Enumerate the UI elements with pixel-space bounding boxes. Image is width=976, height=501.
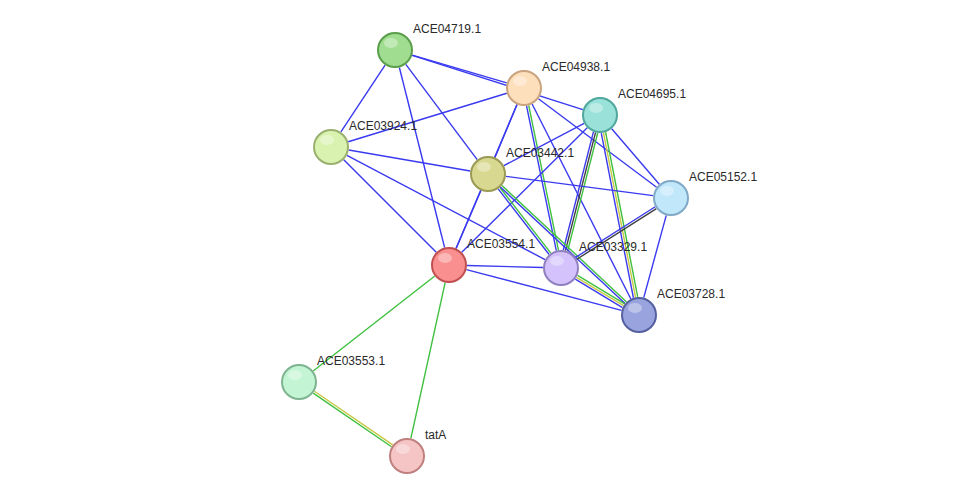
- interaction-edge: [349, 150, 471, 171]
- evidence-strand: [399, 67, 444, 247]
- interaction-edge: [467, 265, 543, 267]
- evidence-strand: [467, 265, 543, 267]
- node-label: ACE05152.1: [689, 170, 757, 184]
- node-label: ACE03553.1: [317, 354, 385, 368]
- node-label: ACE03442.1: [506, 146, 574, 160]
- interaction-edge: [399, 67, 444, 247]
- node-highlight: [589, 103, 603, 113]
- interaction-edge: [576, 207, 657, 260]
- protein-node: ACE04938.1: [506, 70, 542, 106]
- node-label: ACE03329.1: [579, 240, 647, 254]
- evidence-strand: [504, 123, 584, 165]
- evidence-strand: [313, 276, 435, 371]
- evidence-strand: [349, 150, 471, 171]
- evidence-strand: [348, 93, 507, 141]
- protein-node: ACE03924.1: [313, 129, 349, 165]
- interaction-edge: [575, 275, 624, 307]
- interaction-edge: [411, 283, 445, 439]
- protein-node: ACE03728.1: [621, 297, 657, 333]
- protein-node: ACE04719.1: [377, 32, 413, 68]
- interaction-edge: [612, 129, 660, 185]
- evidence-strand: [601, 133, 633, 298]
- node-label: ACE04695.1: [618, 87, 686, 101]
- protein-node: ACE04695.1: [582, 97, 618, 133]
- protein-node: ACE03553.1: [281, 364, 317, 400]
- protein-node: tatA: [389, 438, 425, 474]
- interaction-edge: [344, 160, 437, 253]
- node-highlight: [320, 135, 334, 145]
- interaction-edge: [462, 128, 587, 253]
- node-highlight: [550, 256, 564, 266]
- interaction-edge: [538, 99, 656, 187]
- evidence-strand: [538, 99, 656, 187]
- node-highlight: [396, 444, 410, 454]
- evidence-strand: [575, 279, 622, 307]
- interaction-edge: [313, 391, 393, 446]
- evidence-strand: [406, 64, 477, 159]
- evidence-strand: [527, 106, 557, 251]
- evidence-strand: [612, 129, 660, 185]
- interaction-edge: [601, 132, 637, 298]
- evidence-strand: [344, 160, 437, 253]
- evidence-strand: [606, 132, 638, 297]
- interaction-edge: [506, 176, 653, 195]
- node-highlight: [384, 38, 398, 48]
- evidence-strand: [577, 209, 657, 260]
- node-highlight: [288, 370, 302, 380]
- evidence-strand: [462, 128, 587, 253]
- evidence-strand: [411, 283, 445, 439]
- interaction-edge: [406, 64, 477, 159]
- node-label: ACE04719.1: [413, 22, 481, 36]
- node-label: ACE04938.1: [542, 60, 610, 74]
- node-label: ACE03924.1: [349, 119, 417, 133]
- evidence-strand: [313, 393, 391, 447]
- node-label: tatA: [425, 428, 446, 442]
- evidence-strand: [314, 391, 392, 445]
- protein-node: ACE05152.1: [653, 180, 689, 216]
- protein-node: ACE03554.1: [431, 247, 467, 283]
- evidence-strand: [506, 176, 653, 195]
- evidence-strand: [576, 277, 623, 305]
- protein-node: ACE03442.1: [470, 156, 506, 192]
- interaction-edge: [644, 215, 667, 297]
- node-highlight: [660, 186, 674, 196]
- evidence-strand: [603, 133, 635, 298]
- node-highlight: [477, 162, 491, 172]
- interaction-edge: [504, 123, 584, 165]
- node-label: ACE03728.1: [657, 287, 725, 301]
- node-highlight: [438, 253, 452, 263]
- evidence-strand: [644, 215, 667, 297]
- node-highlight: [628, 303, 642, 313]
- interaction-edge: [313, 276, 435, 371]
- node-label: ACE03554.1: [467, 237, 535, 251]
- evidence-strand: [576, 207, 656, 258]
- node-highlight: [513, 76, 527, 86]
- interaction-edge: [348, 93, 507, 141]
- protein-node: ACE03329.1: [543, 250, 579, 286]
- evidence-strand: [578, 275, 625, 303]
